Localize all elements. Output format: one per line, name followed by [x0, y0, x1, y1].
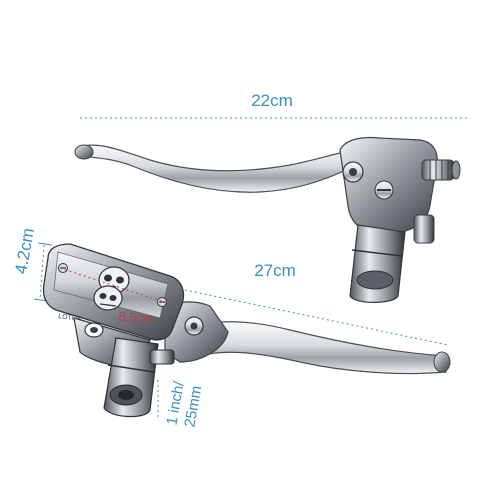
reservoir-engraving: LOTUS: [58, 313, 82, 323]
skull-emblem-icon: [93, 266, 130, 311]
lower-lever-length-label: 27cm: [254, 261, 296, 280]
screw-icon: [58, 263, 167, 307]
reservoir-height-label: 4.2cm: [11, 227, 38, 276]
upper-clutch-lever: [74, 136, 461, 303]
clamp-size-mm-label: 25mm: [181, 384, 205, 428]
upper-lever-length-label: 22cm: [251, 91, 293, 110]
clamp-size-label: 1 inch/ 25mm: [163, 379, 205, 428]
lower-brake-lever: LOTUS: [42, 243, 451, 420]
reservoir-width-label: 8.5cm: [118, 309, 155, 327]
